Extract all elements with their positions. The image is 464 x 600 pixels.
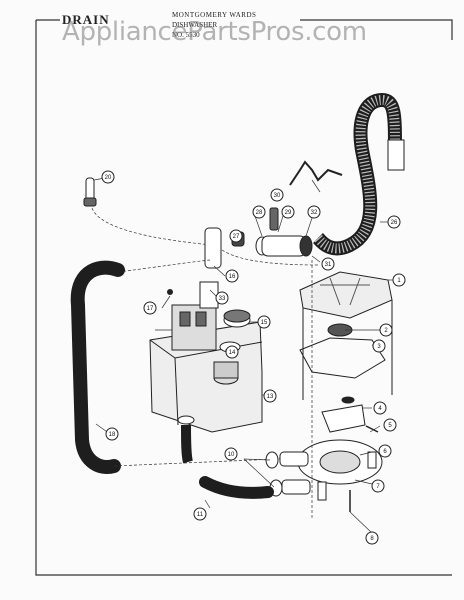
callout-18: 18 [105, 427, 119, 441]
pump-housing [297, 271, 393, 501]
callout-label: 10 [228, 452, 235, 458]
callout-label: 33 [219, 296, 226, 302]
callout-28: 28 [252, 205, 266, 219]
callout-label: 14 [229, 350, 236, 356]
callout-label: 18 [109, 432, 116, 438]
callout-group: 1 2 3 4 5 6 7 8 10 11 13 14 15 16 17 18 20 26 27 28 29 30 31 32… [101, 170, 406, 545]
subtitle-line-1: DISHWASHER [172, 21, 218, 29]
callout-label: 31 [325, 262, 332, 268]
callout-20: 20 [101, 170, 115, 184]
short-hose-11 [199, 476, 274, 499]
callout-label: 5 [388, 423, 392, 429]
callout-8: 8 [365, 531, 379, 545]
callout-label: 32 [311, 210, 318, 216]
callout-label: 28 [256, 210, 263, 216]
callout-label: 3 [377, 344, 381, 350]
callout-label: 30 [274, 193, 281, 199]
reservoir-tank [149, 281, 263, 433]
callout-26: 26 [387, 215, 401, 229]
hose-elbow [181, 424, 193, 464]
leader-lines [93, 177, 395, 534]
callout-11: 11 [193, 507, 207, 521]
callout-15: 15 [257, 315, 271, 329]
callout-29: 29 [281, 205, 295, 219]
callout-10: 10 [224, 447, 238, 461]
callout-16: 16 [225, 269, 239, 283]
drain-hose-long [70, 260, 125, 474]
callout-6: 6 [378, 444, 392, 458]
callout-7: 7 [371, 479, 385, 493]
callout-31: 31 [321, 257, 335, 271]
callout-label: 16 [229, 274, 236, 280]
callout-label: 15 [261, 320, 268, 326]
dashed-leader-tube [91, 207, 213, 246]
callout-label: 17 [147, 306, 154, 312]
callout-label: 7 [376, 484, 380, 490]
callout-32: 32 [307, 205, 321, 219]
subtitle-line-2: NO. 5530 [172, 31, 200, 39]
watermark-text: AppliancePartsPros.com [62, 17, 367, 47]
callout-30: 30 [270, 188, 284, 202]
callout-13: 13 [263, 389, 277, 403]
callout-label: 4 [378, 406, 382, 412]
corrugated-drain-hose [312, 92, 405, 256]
callout-4: 4 [373, 401, 387, 415]
callout-3: 3 [372, 339, 386, 353]
callout-label: 13 [267, 394, 274, 400]
callout-label: 1 [397, 278, 401, 284]
callout-label: 20 [105, 175, 112, 181]
callout-27: 27 [229, 229, 243, 243]
callout-label: 29 [285, 210, 292, 216]
callout-5: 5 [383, 418, 397, 432]
wire-clip [289, 160, 343, 186]
callout-label: 6 [383, 449, 387, 455]
small-tube [83, 177, 97, 207]
drain-fitting-assembly [204, 207, 313, 269]
callout-label: 27 [233, 234, 240, 240]
callout-label: 8 [370, 536, 374, 542]
brand-label: MONTGOMERY WARDS [172, 11, 257, 19]
callout-14: 14 [225, 345, 239, 359]
callout-33: 33 [215, 291, 229, 305]
callout-label: 11 [197, 512, 204, 518]
screw-17 [167, 289, 173, 295]
callout-label: 26 [391, 220, 398, 226]
callout-1: 1 [392, 273, 406, 287]
callout-2: 2 [379, 323, 393, 337]
diagram-title: DRAIN [62, 12, 110, 27]
callout-17: 17 [143, 301, 157, 315]
callout-label: 2 [384, 328, 388, 334]
page-border [35, 19, 453, 576]
